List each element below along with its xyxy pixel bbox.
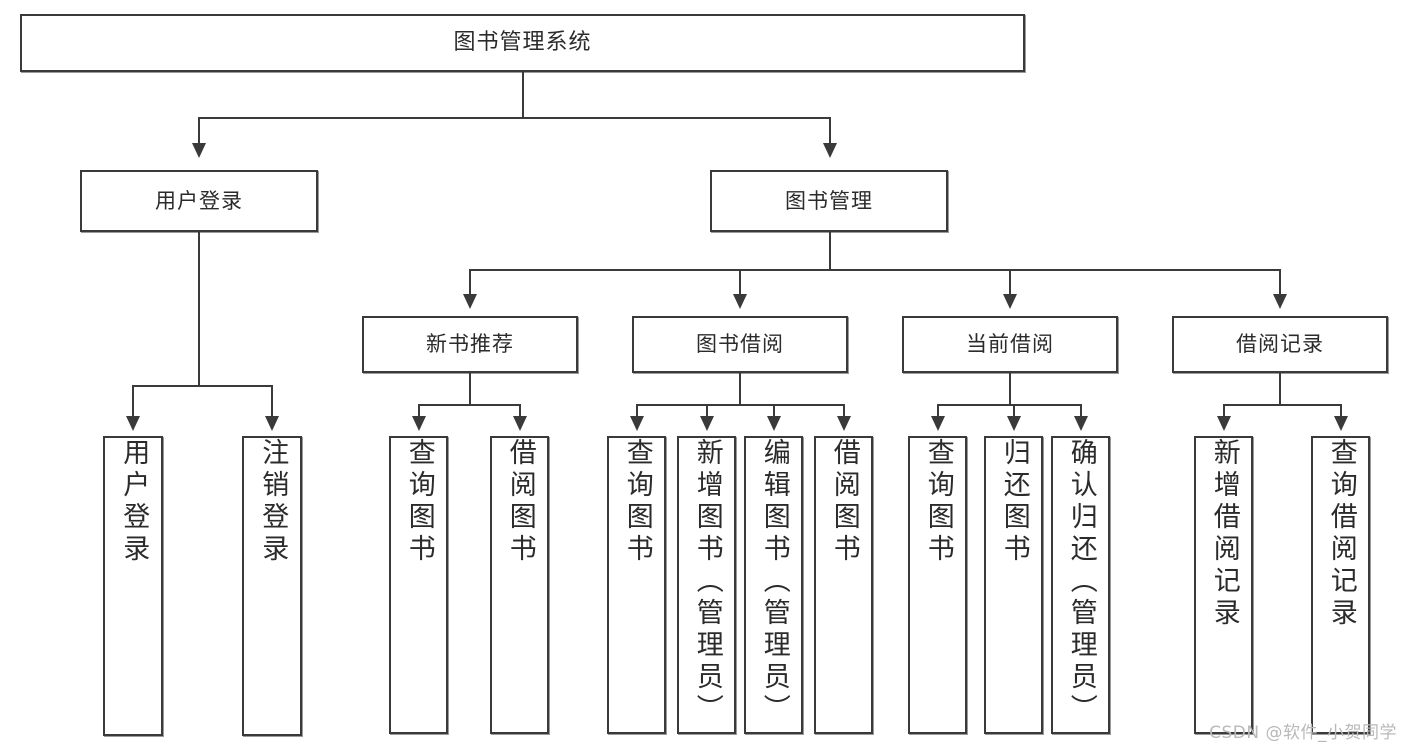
arrowhead-new-book xyxy=(463,294,477,309)
leaf-bookborrow-query-book[interactable]: 查询图书 xyxy=(607,436,666,734)
leaf-currentborrow-return-book[interactable]: 归还图书 xyxy=(984,436,1043,734)
leaf-newbook-borrow-book[interactable]: 借阅图书 xyxy=(490,436,549,734)
leaf-currentborrow-query-book[interactable]: 查询图书 xyxy=(908,436,967,734)
connector-bookborrow-bus xyxy=(636,404,844,406)
node-label: 图书管理系统 xyxy=(453,30,592,55)
leaf-bookborrow-lend-book[interactable]: 借阅图书 xyxy=(814,436,873,734)
connector-bookmgmt-bus xyxy=(469,269,1281,271)
connector-newbook-leaf1 xyxy=(418,404,420,418)
leaf-user-login[interactable]: 用户登录 xyxy=(103,436,163,736)
node-label: 新增借阅记录 xyxy=(1208,438,1240,630)
node-label: 确认归还（管理员） xyxy=(1065,438,1097,726)
connector-bookmgmt-to-borrow xyxy=(739,269,741,295)
connector-bookmgmt-to-newbook xyxy=(469,269,471,295)
connector-root-bus xyxy=(198,117,830,119)
arrowhead-leaf-logout xyxy=(265,416,279,431)
arrowhead-newbook-borrow xyxy=(513,416,527,431)
node-label: 图书管理 xyxy=(785,188,873,213)
arrowhead-borrowrecord-add xyxy=(1217,416,1231,431)
node-label: 新增图书（管理员） xyxy=(691,438,723,726)
node-book-management[interactable]: 图书管理 xyxy=(710,170,948,232)
connector-borrowrecord-down xyxy=(1279,373,1281,405)
arrowhead-newbook-query xyxy=(412,416,426,431)
connector-currentborrow-leaf2 xyxy=(1013,404,1015,418)
leaf-logout[interactable]: 注销登录 xyxy=(242,436,302,736)
connector-bookmgmt-down xyxy=(829,232,831,270)
arrowhead-current-borrow xyxy=(1003,294,1017,309)
node-label: 查询图书 xyxy=(403,438,435,566)
node-label: 借阅图书 xyxy=(828,438,860,566)
node-label: 查询借阅记录 xyxy=(1325,438,1357,630)
node-label: 查询图书 xyxy=(621,438,653,566)
arrowhead-leaf-user-login xyxy=(126,416,140,431)
node-label: 新书推荐 xyxy=(426,332,514,356)
node-label: 当前借阅 xyxy=(966,332,1054,356)
node-label: 查询图书 xyxy=(922,438,954,566)
node-new-book-recommend[interactable]: 新书推荐 xyxy=(362,316,578,373)
arrowhead-currentborrow-query xyxy=(931,416,945,431)
arrowhead-currentborrow-return xyxy=(1007,416,1021,431)
connector-root-down xyxy=(522,72,524,118)
leaf-bookborrow-add-book[interactable]: 新增图书（管理员） xyxy=(677,436,736,734)
connector-root-to-user xyxy=(198,117,200,145)
connector-currentborrow-leaf3 xyxy=(1080,404,1082,418)
connector-newbook-leaf2 xyxy=(519,404,521,418)
leaf-borrowrecord-add[interactable]: 新增借阅记录 xyxy=(1194,436,1253,734)
leaf-newbook-query-book[interactable]: 查询图书 xyxy=(389,436,448,734)
connector-newbook-down xyxy=(469,373,471,405)
connector-currentborrow-down xyxy=(1009,373,1011,405)
connector-userlogin-leaf1 xyxy=(132,385,134,418)
node-label: 用户登录 xyxy=(155,188,243,213)
node-user-login[interactable]: 用户登录 xyxy=(80,170,318,232)
node-borrow-record[interactable]: 借阅记录 xyxy=(1172,316,1388,373)
node-label: 借阅图书 xyxy=(504,438,536,566)
arrowhead-bookborrow-add xyxy=(700,416,714,431)
node-label: 归还图书 xyxy=(998,438,1030,566)
connector-userlogin-leaf2 xyxy=(271,385,273,418)
connector-root-to-book xyxy=(829,117,831,145)
node-label: 编辑图书（管理员） xyxy=(758,438,790,726)
connector-bookborrow-leaf4 xyxy=(843,404,845,418)
arrowhead-currentborrow-confirm xyxy=(1074,416,1088,431)
connector-bookborrow-leaf3 xyxy=(773,404,775,418)
arrowhead-borrow-record xyxy=(1273,294,1287,309)
arrowhead-bookborrow-lend xyxy=(837,416,851,431)
node-book-borrow[interactable]: 图书借阅 xyxy=(632,316,848,373)
node-root-system[interactable]: 图书管理系统 xyxy=(20,14,1025,72)
node-label: 用户登录 xyxy=(118,438,150,566)
connector-borrowrecord-bus xyxy=(1223,404,1341,406)
arrowhead-borrowrecord-query xyxy=(1334,416,1348,431)
connector-currentborrow-leaf1 xyxy=(937,404,939,418)
arrowhead-user-login xyxy=(192,143,206,158)
node-label: 借阅记录 xyxy=(1236,332,1324,356)
connector-bookmgmt-to-current xyxy=(1009,269,1011,295)
connector-borrowrecord-leaf1 xyxy=(1223,404,1225,418)
node-current-borrow[interactable]: 当前借阅 xyxy=(902,316,1118,373)
connector-userlogin-down xyxy=(198,232,200,386)
node-label: 注销登录 xyxy=(257,438,289,566)
connector-borrowrecord-leaf2 xyxy=(1340,404,1342,418)
connector-bookborrow-leaf1 xyxy=(636,404,638,418)
connector-newbook-bus xyxy=(418,404,520,406)
arrowhead-bookborrow-edit xyxy=(767,416,781,431)
connector-bookborrow-down xyxy=(739,373,741,405)
connector-userlogin-bus xyxy=(132,385,272,387)
arrowhead-bookborrow-query xyxy=(630,416,644,431)
leaf-borrowrecord-query[interactable]: 查询借阅记录 xyxy=(1311,436,1370,734)
connector-bookmgmt-to-record xyxy=(1279,269,1281,295)
leaf-bookborrow-edit-book[interactable]: 编辑图书（管理员） xyxy=(744,436,803,734)
node-label: 图书借阅 xyxy=(696,332,784,356)
arrowhead-book-borrow xyxy=(733,294,747,309)
connector-currentborrow-bus xyxy=(937,404,1081,406)
leaf-currentborrow-confirm-return[interactable]: 确认归还（管理员） xyxy=(1051,436,1110,734)
arrowhead-book-manage xyxy=(823,143,837,158)
connector-bookborrow-leaf2 xyxy=(706,404,708,418)
